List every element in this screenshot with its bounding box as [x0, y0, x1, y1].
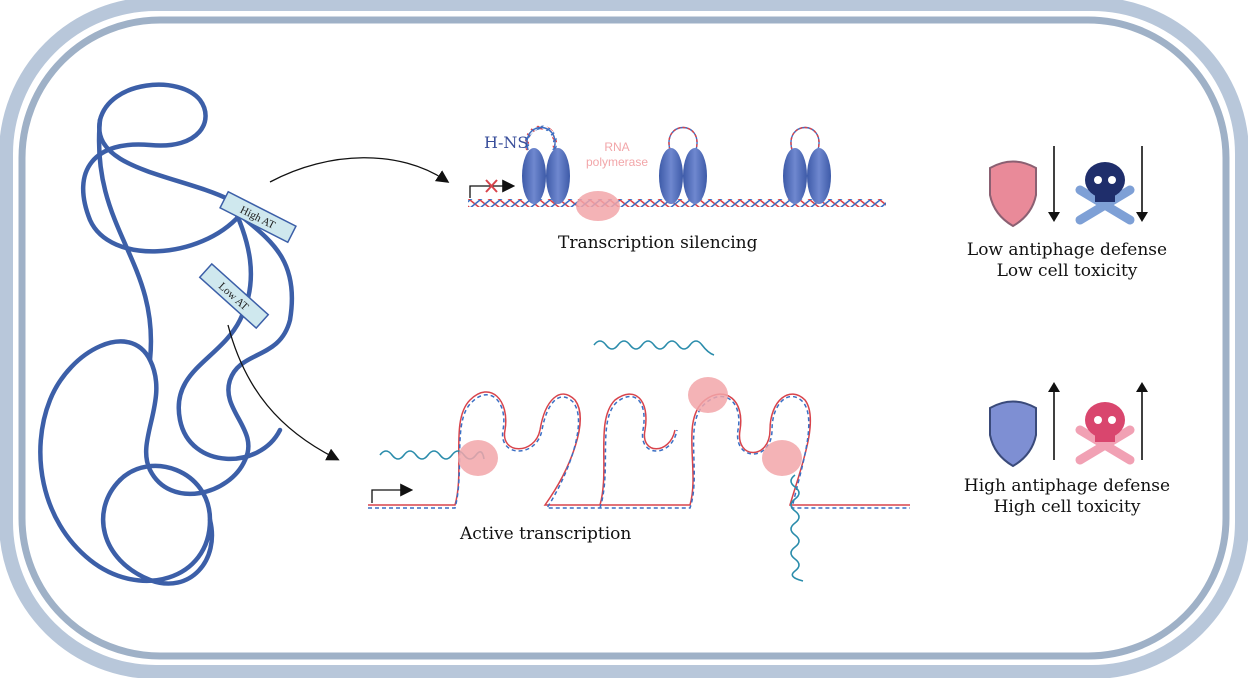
rna-polymerase-label: RNA polymerase — [585, 140, 649, 169]
blocked-promoter-icon — [469, 179, 516, 198]
high-at-segment: High AT — [219, 190, 297, 244]
hns-label: H-NS — [484, 133, 529, 152]
skull-crossbones-icon — [1075, 402, 1135, 465]
silenced-dna — [468, 125, 886, 207]
shield-icon — [989, 160, 1037, 228]
stalled-rna-polymerase — [576, 191, 620, 221]
silencing-caption: Transcription silencing — [558, 233, 758, 253]
rna-polymerase-3 — [762, 440, 802, 476]
hns-cluster-3 — [783, 148, 831, 204]
arrow-to-active — [227, 324, 340, 461]
rna-polymerase-1 — [458, 440, 498, 476]
arrow-down-icon — [1136, 146, 1148, 222]
arrow-up-icon — [1136, 382, 1148, 460]
chromosome — [38, 82, 295, 586]
high-outcome-text: High antiphage defense High cell toxicit… — [963, 476, 1171, 517]
arrow-to-silencing — [269, 157, 450, 183]
hns-cluster-1 — [522, 148, 570, 204]
arrow-down-icon — [1048, 146, 1060, 222]
shield-icon — [989, 400, 1037, 468]
rna-polymerase-2 — [688, 377, 728, 413]
arrow-up-icon — [1048, 382, 1060, 460]
active-caption: Active transcription — [460, 524, 632, 544]
hns-cluster-2 — [659, 148, 707, 204]
active-dna — [368, 391, 910, 509]
promoter-arrow-icon — [371, 483, 414, 503]
low-outcome-text: Low antiphage defense Low cell toxicity — [966, 240, 1168, 281]
skull-crossbones-icon — [1075, 162, 1135, 225]
